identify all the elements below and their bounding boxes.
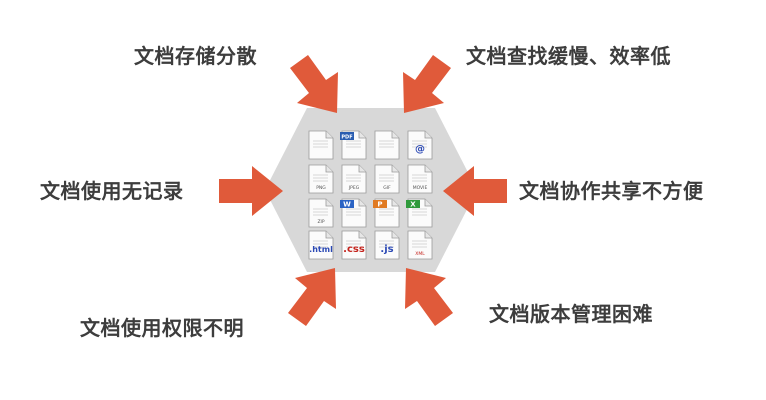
http-file-icon: @ — [407, 130, 433, 160]
powerpoint-badge-text: P — [377, 201, 382, 209]
generic-document-file-icon — [308, 130, 334, 160]
pdf-badge-text: PDF — [341, 135, 352, 141]
html-icon-text: .html — [309, 245, 333, 254]
html-file-icon: .html — [308, 230, 334, 260]
pdf-file-icon: PDF — [340, 130, 367, 160]
jpeg-icon-text: JPEG — [348, 185, 360, 191]
jpeg-file-icon: JPEG — [341, 164, 367, 194]
movie-icon-text: MOVIE — [413, 185, 428, 191]
word-file-icon: W — [340, 198, 367, 228]
arrow-mid-left — [219, 166, 283, 216]
http-icon-text: @ — [415, 144, 425, 155]
label-top-left: 文档存储分散 — [134, 44, 257, 68]
zip-file-icon: ZIP — [308, 198, 334, 228]
label-top-right: 文档查找缓慢、效率低 — [466, 44, 671, 68]
generic-image-file-icon — [374, 130, 400, 160]
word-badge-text: W — [343, 201, 351, 209]
arrow-bottom-left — [288, 268, 336, 326]
js-file-icon: .js — [374, 230, 400, 260]
label-bottom-right: 文档版本管理困难 — [489, 302, 653, 326]
arrow-bottom-right — [405, 268, 453, 326]
arrow-top-left — [290, 55, 338, 113]
arrow-mid-right — [443, 166, 507, 216]
arrow-top-right — [403, 55, 451, 113]
png-file-icon: PNG — [308, 164, 334, 194]
css-icon-text: .css — [343, 244, 365, 255]
css-file-icon: .css — [341, 230, 367, 260]
png-icon-text: PNG — [316, 185, 326, 191]
excel-file-icon: X — [406, 198, 433, 228]
xml-file-icon: XML — [407, 230, 433, 260]
js-icon-text: .js — [380, 244, 393, 255]
excel-badge-text: X — [410, 201, 416, 209]
gif-icon-text: GIF — [383, 185, 391, 191]
label-mid-right: 文档协作共享不方便 — [519, 179, 704, 203]
gif-file-icon: GIF — [374, 164, 400, 194]
label-bottom-left: 文档使用权限不明 — [80, 316, 244, 340]
powerpoint-file-icon: P — [373, 198, 400, 228]
label-mid-left: 文档使用无记录 — [40, 179, 184, 203]
movie-file-icon: MOVIE — [407, 164, 433, 194]
zip-icon-text: ZIP — [317, 219, 324, 225]
xml-icon-text: XML — [415, 251, 425, 257]
